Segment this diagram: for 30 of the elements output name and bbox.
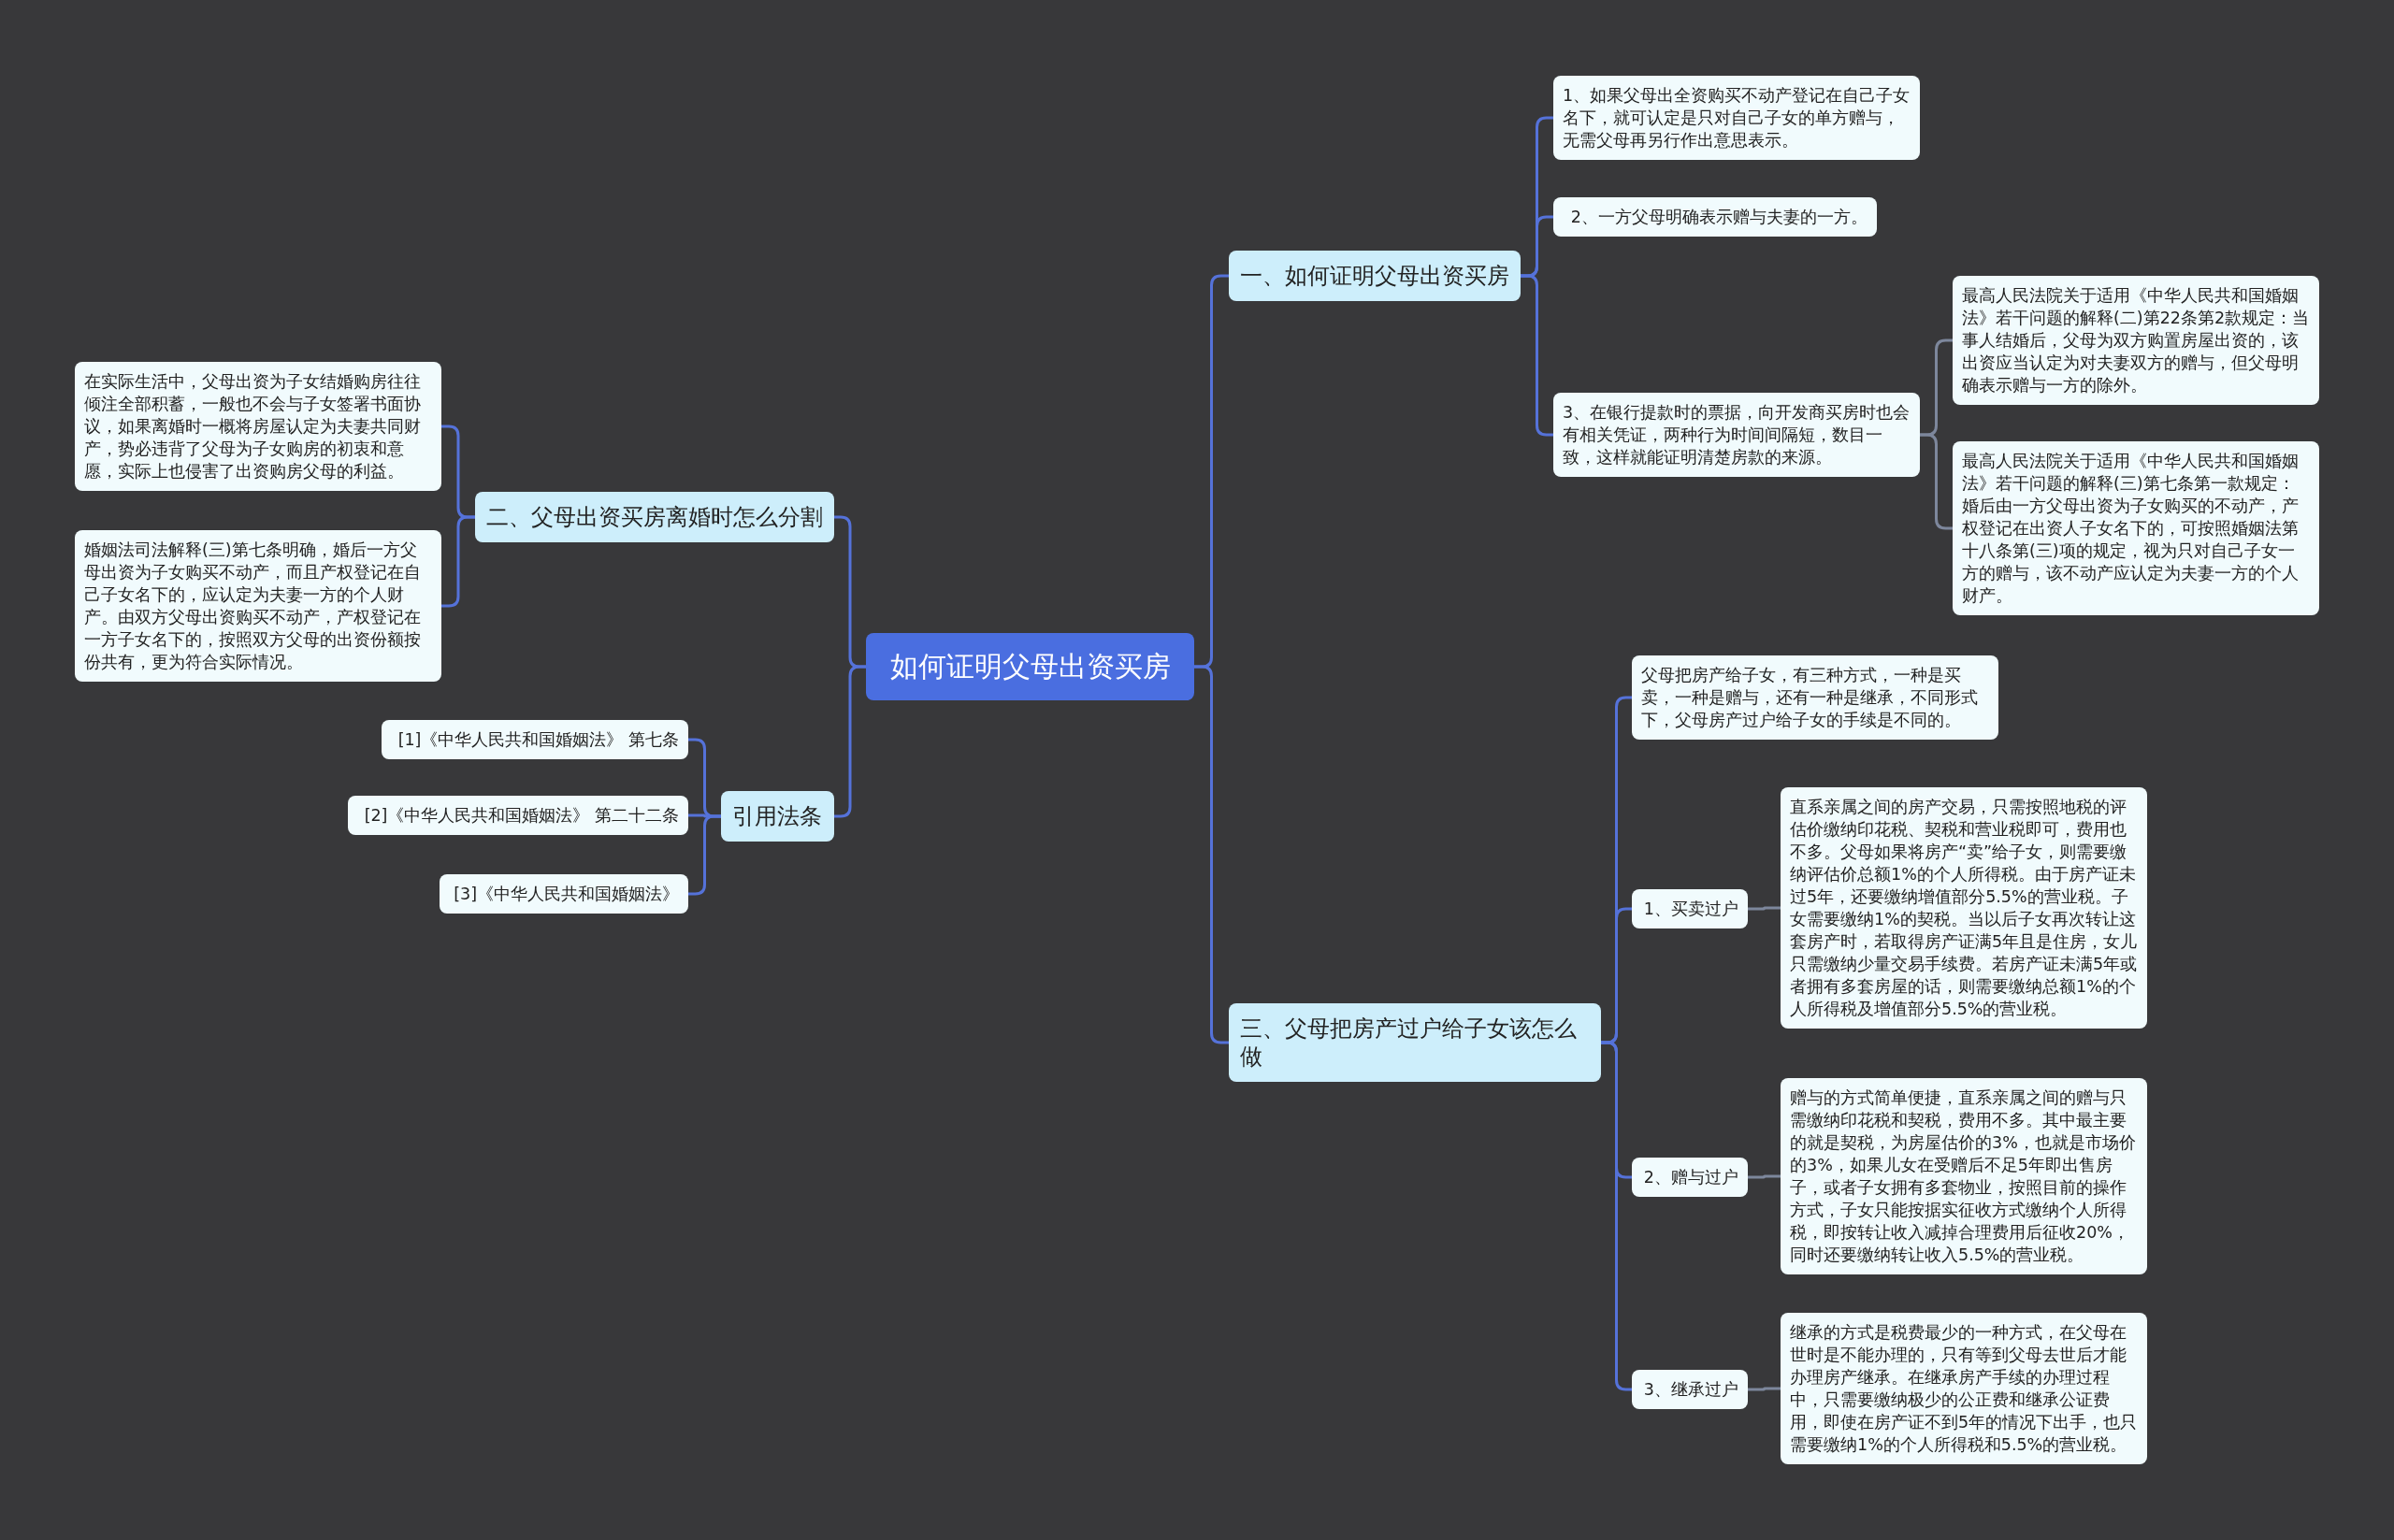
- connector-line: [688, 814, 721, 896]
- note-box: [1]《中华人民共和国婚姻法》 第七条: [382, 720, 688, 759]
- note-box: 婚姻法司法解释(三)第七条明确，婚后一方父母出资为子女购买不动产，而且产权登记在自己子女名下的，应认定为夫妻一方的个人财产。由双方父母出资购买不动产，产权登记在一方子女名下的，按照双方父母的出资份额按份共有，更为符合实际情况。: [75, 530, 441, 682]
- note-box: [3]《中华人民共和国婚姻法》: [440, 874, 688, 914]
- topic-box: 二、父母出资买房离婚时怎么分割: [475, 492, 834, 542]
- note-box: 1、买卖过户: [1632, 889, 1748, 928]
- note-box: 2、赠与过户: [1632, 1158, 1748, 1197]
- note-box: 1、如果父母出全资购买不动产登记在自己子女名下，就可认定是只对自己子女的单方赠与，无需父母再另行作出意思表示。: [1553, 76, 1920, 160]
- note-box: 最高人民法院关于适用《中华人民共和国婚姻法》若干问题的解释(二)第22条第2款规定：当事人结婚后，父母为双方购置房屋出资的，该出资应当认定为对夫妻双方的赠与，但父母明确表示赠与一方的除外。: [1953, 276, 2319, 405]
- note-box: 3、继承过户: [1632, 1370, 1748, 1409]
- connector-line: [1920, 433, 1953, 530]
- topic-box: 引用法条: [721, 791, 834, 842]
- note-box: 赠与的方式简单便捷，直系亲属之间的赠与只需缴纳印花税和契税，费用不多。其中最主要的就是契税，为房屋估价的3%，也就是市场价的3%，如果儿女在受赠后不足5年即出售房子，或者子女拥有多套物业，按照目前的操作方式，子女只能按据实征收方式缴纳个人所得税，即按转让收入减掉合理费用后征收20%，同时还要缴纳转让收入5.5%的营业税。: [1781, 1078, 2147, 1274]
- connector-line: [1194, 665, 1229, 1044]
- note-box: 2、一方父母明确表示赠与夫妻的一方。: [1553, 197, 1877, 237]
- note-box: 继承的方式是税费最少的一种方式，在父母在世时是不能办理的，只有等到父母去世后才能办理房产继承。在继承房产手续的办理过程中，只需要缴纳极少的公正费和继承公证费用，即使在房产证不到5年的情况下出手，也只需要缴纳1%的个人所得税和5.5%的营业税。: [1781, 1313, 2147, 1464]
- note-box: 直系亲属之间的房产交易，只需按照地税的评估价缴纳印花税、契税和营业税即可，费用也不多。父母如果将房产“卖”给子女，则需要缴纳评估价总额1%的个人所得税。由于房产证未过5年，还要缴纳增值部分5.5%的营业税。子女需要缴纳1%的契税。当以后子女再次转让这套房产时，若取得房产证满5年且是住房，女儿只需缴纳少量交易手续费。若房产证未满5年或者拥有多套房屋的话，则需要缴纳总额1%的个人所得税及增值部分5.5%的营业税。: [1781, 787, 2147, 1029]
- central-topic: 如何证明父母出资买房: [866, 633, 1194, 700]
- connector-line: [1748, 906, 1781, 911]
- note-box: 父母把房产给子女，有三种方式，一种是买卖，一种是赠与，还有一种是继承，不同形式下，父母房产过户给子女的手续是不同的。: [1632, 655, 1998, 740]
- note-box: 在实际生活中，父母出资为子女结婚购房往往倾注全部积蓄，一般也不会与子女签署书面协议，如果离婚时一概将房屋认定为夫妻共同财产，势必违背了父母为子女购房的初衷和意愿，实际上也侵害了出资购房父母的利益。: [75, 362, 441, 491]
- note-box: 最高人民法院关于适用《中华人民共和国婚姻法》若干问题的解释(三)第七条第一款规定：婚后由一方父母出资为子女购买的不动产，产权登记在出资人子女名下的，可按照婚姻法第十八条第(三)项的规定，视为只对自己子女一方的赠与，该不动产应认定为夫妻一方的个人财产。: [1953, 441, 2319, 615]
- topic-box: 三、父母把房产过户给子女该怎么做: [1229, 1003, 1601, 1082]
- note-box: [2]《中华人民共和国婚姻法》 第二十二条: [348, 796, 688, 835]
- note-box: 3、在银行提款时的票据，向开发商买房时也会有相关凭证，两种行为时间间隔短，数目一致，这样就能证明清楚房款的来源。: [1553, 393, 1920, 477]
- connector-line: [1748, 1387, 1781, 1391]
- connector-line: [1521, 274, 1553, 437]
- topic-box: 一、如何证明父母出资买房: [1229, 251, 1521, 301]
- connector-line: [441, 515, 475, 608]
- connector-line: [1748, 1174, 1781, 1179]
